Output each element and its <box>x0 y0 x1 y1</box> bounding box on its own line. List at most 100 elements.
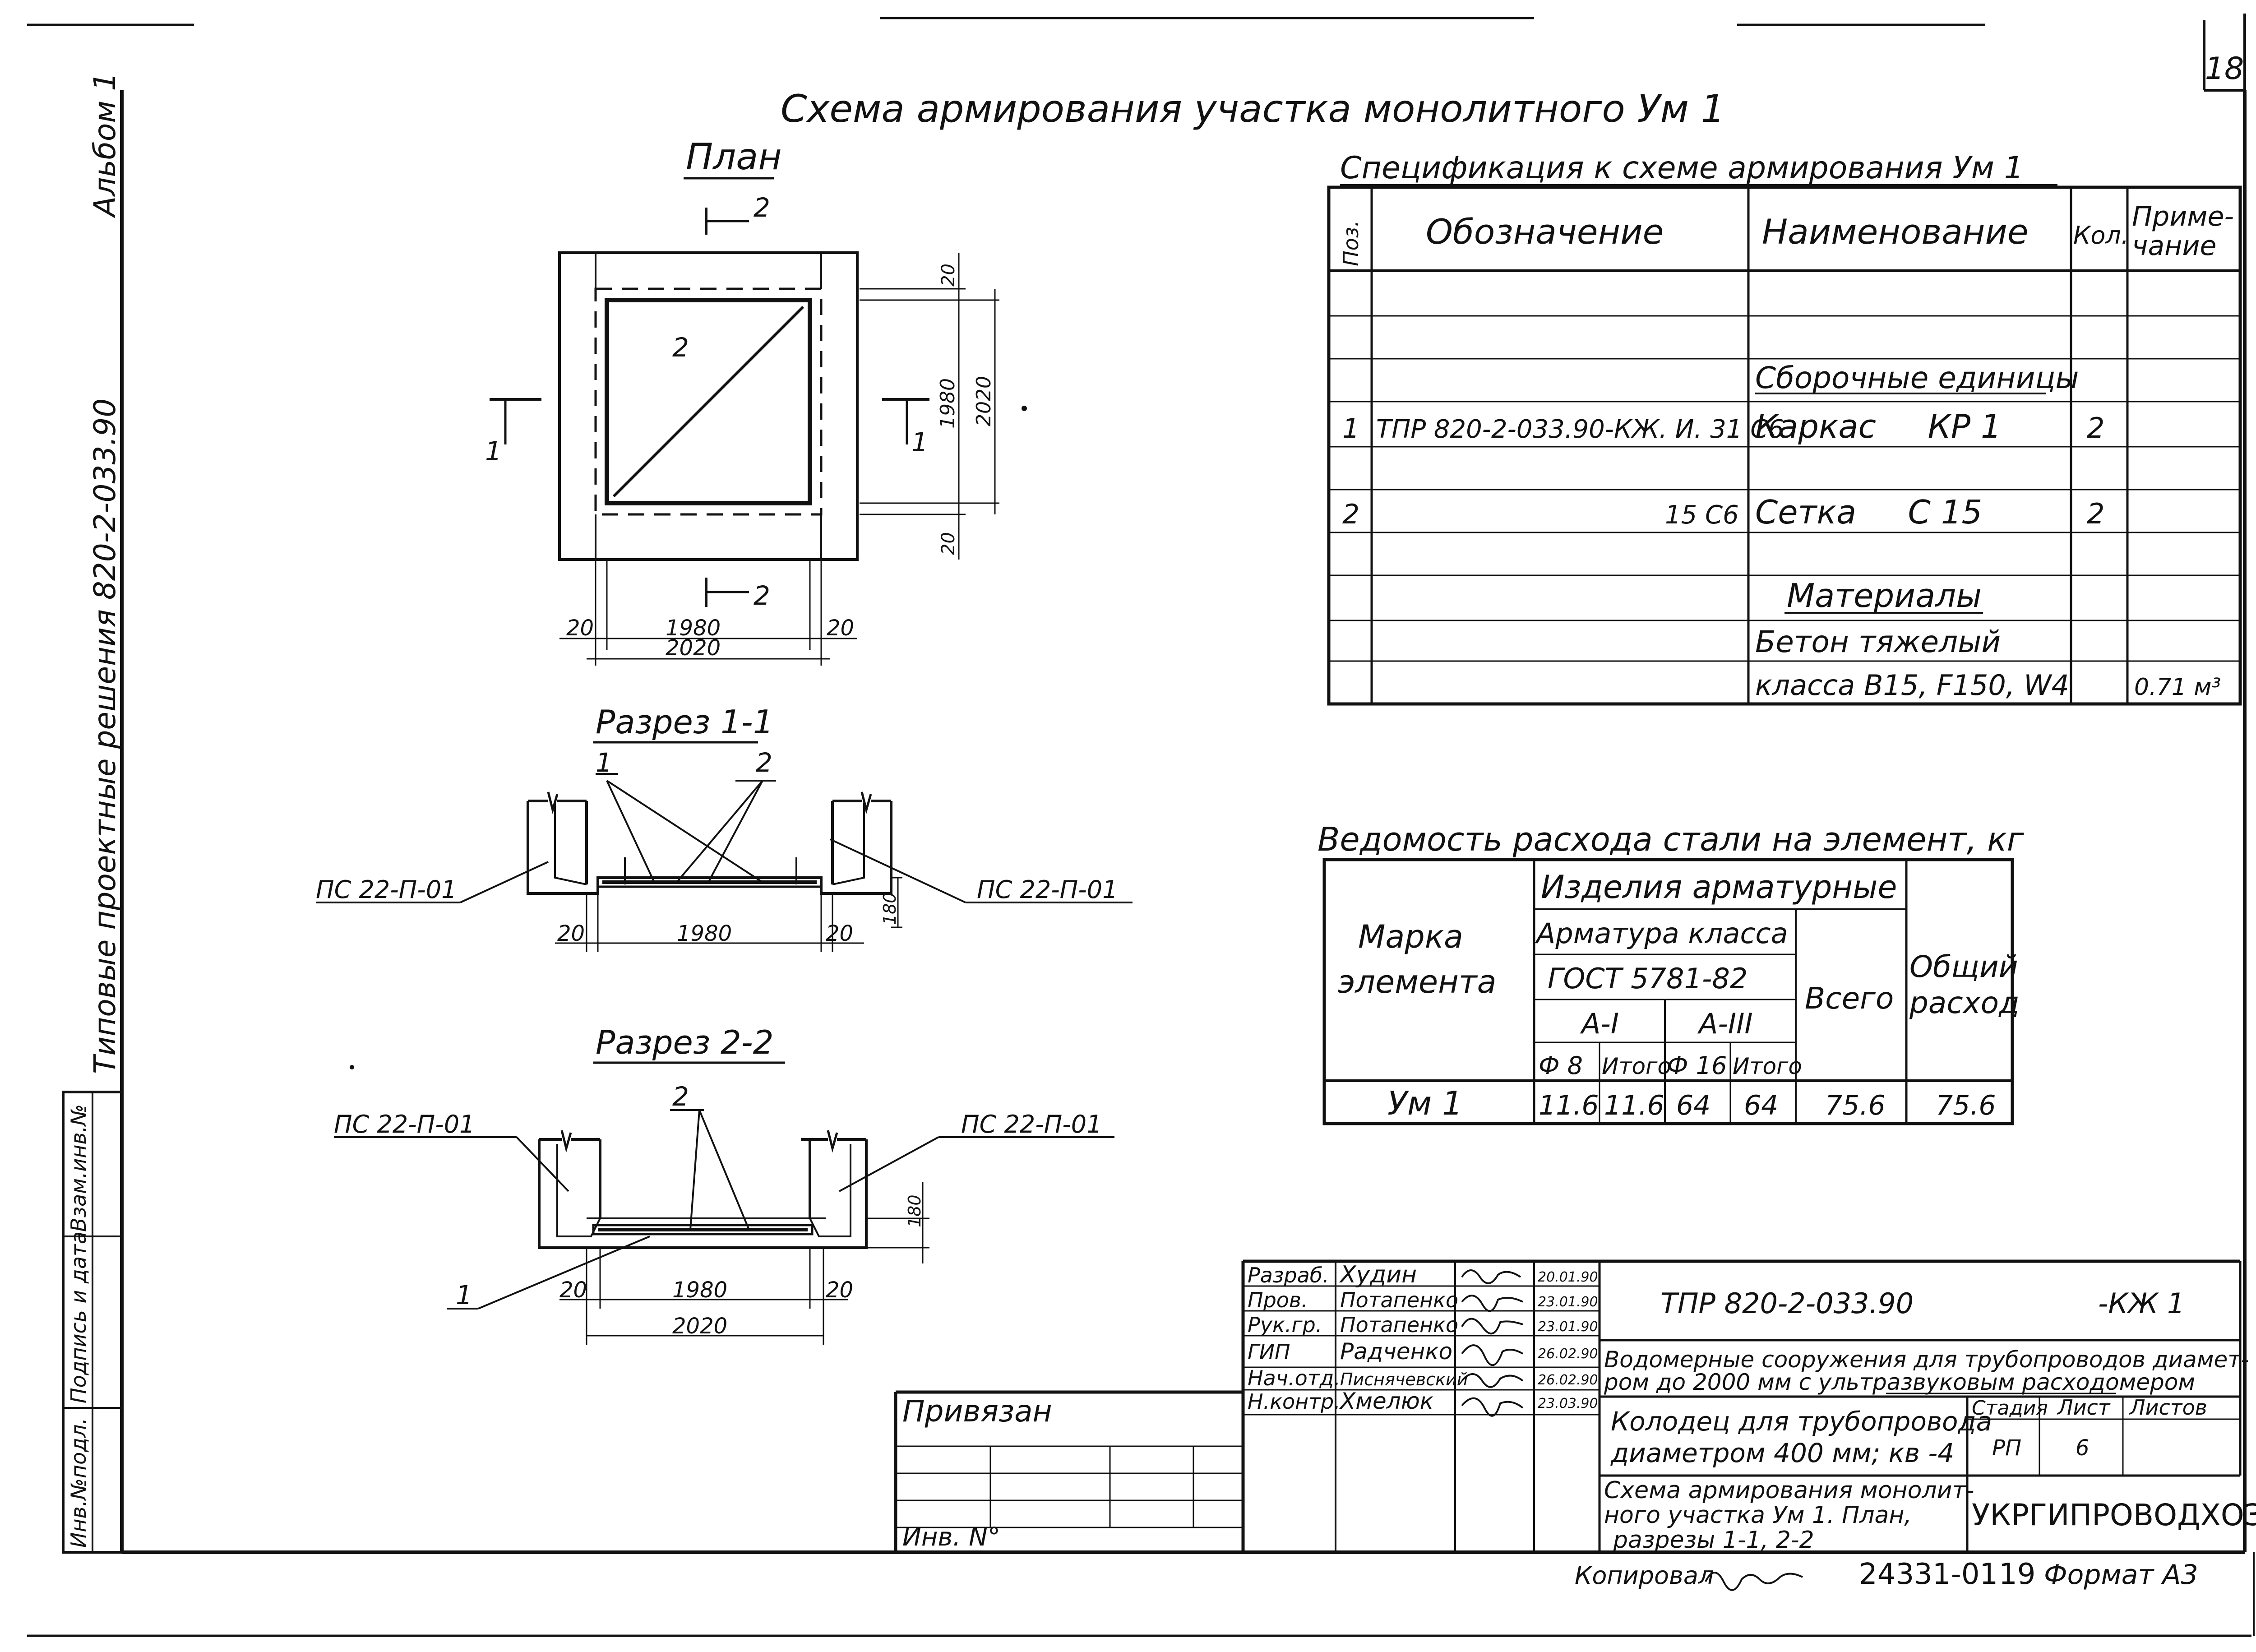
spec-header-pos: Поз. <box>1339 220 1363 266</box>
spec-header-qty: Кол. <box>2073 221 2129 250</box>
steel-sub-total-1: Итого <box>1602 1053 1671 1079</box>
spec-group-assembly: Сборочные единицы <box>1755 361 2079 395</box>
tb-date-3: 26.02.90 <box>1538 1346 1598 1362</box>
spec-header-note-1: Приме- <box>2132 201 2234 232</box>
tb-signatures <box>1461 1269 1524 1417</box>
series-label: Типовые проектные решения 820-2-033.90 <box>88 398 122 1074</box>
plan-dim-1980-h: 1980 <box>666 615 721 641</box>
steel-row-f8: 11.6 <box>1539 1090 1599 1121</box>
section-1-dim-20-right: 20 <box>826 921 853 946</box>
steel-title: Ведомость расхода стали на элемент, кг <box>1318 820 2025 858</box>
footer-number: 24331-01 <box>1859 1558 1998 1591</box>
spec-row-concrete: Бетон тяжелый <box>1755 625 2001 659</box>
stamp-replace-label: Взам.инв.№ <box>66 1104 91 1232</box>
plan-dim-1980-v: 1980 <box>936 378 959 429</box>
tb-list: 6 <box>2076 1435 2090 1461</box>
sheet-number: 18 <box>2205 51 2244 87</box>
steel-header-total: Всего <box>1805 981 1894 1016</box>
section-2-callout-2: 2 <box>672 1081 689 1112</box>
stamp-inv-label: Инв.№подл. <box>66 1418 91 1548</box>
tb-privyazan: Привязан <box>902 1394 1052 1429</box>
section-1-label-left: ПС 22-П-01 <box>316 875 457 904</box>
section-1-callout-1: 1 <box>596 747 612 778</box>
steel-sub-f16: Ф 16 <box>1667 1051 1727 1080</box>
steel-table-grid <box>1322 858 2014 1125</box>
plan-dim-2020-v: 2020 <box>972 376 995 426</box>
spec-row-concrete-volume: 0.71 м³ <box>2134 674 2221 701</box>
footer-format: Формат А3 <box>2044 1559 2198 1591</box>
tb-doc-suffix: -КЖ 1 <box>2098 1287 2185 1320</box>
section-2-dim-20-left: 20 <box>559 1277 587 1303</box>
tb-sheet-title-1: Схема армирования монолит- <box>1604 1477 1974 1504</box>
section-2-dim-180: 180 <box>905 1194 925 1227</box>
tb-part-1: Колодец для трубопровода <box>1611 1406 1992 1437</box>
plan-drawing <box>490 208 1027 666</box>
plan-cut-1-left: 1 <box>485 436 502 467</box>
steel-row-total-1: 11.6 <box>1604 1090 1664 1121</box>
tb-object-1: Водомерные сооружения для трубопроводов … <box>1604 1347 2249 1373</box>
plan-cut-2-bottom: 2 <box>754 580 770 611</box>
tb-name-1: Потапенко <box>1340 1288 1458 1312</box>
tb-date-2: 23.01.90 <box>1538 1319 1598 1335</box>
plan-position-2: 2 <box>672 332 689 363</box>
footer-copied: Копировал <box>1575 1561 1714 1590</box>
section-1-callout-2: 2 <box>756 747 772 778</box>
plan-dim-20-top: 20 <box>938 264 959 287</box>
plan-dim-2020-h: 2020 <box>666 635 721 661</box>
steel-header-mark-1: Марка <box>1358 918 1463 955</box>
steel-row-mark: Ум 1 <box>1387 1084 1463 1122</box>
tb-role-2: Рук.гр. <box>1248 1313 1322 1337</box>
album-label: Альбом 1 <box>88 72 122 218</box>
section-1-title: Разрез 1-1 <box>596 703 774 741</box>
tb-part-2: диаметром 400 мм; кв -4 <box>1610 1438 1954 1468</box>
section-2-title: Разрез 2-2 <box>596 1023 774 1061</box>
steel-sub-f8: Ф 8 <box>1539 1051 1583 1080</box>
tb-doc-code: ТПР 820-2-033.90 <box>1660 1287 1914 1320</box>
steel-header-a3: А-III <box>1697 1007 1753 1040</box>
tb-name-4: Писнячевский <box>1340 1370 1468 1389</box>
tb-name-0: Худин <box>1339 1261 1417 1288</box>
tb-name-2: Потапенко <box>1340 1313 1458 1337</box>
tb-listov-header: Листов <box>2129 1395 2207 1420</box>
steel-header-gost: ГОСТ 5781-82 <box>1548 962 1747 995</box>
plan-dim-20-bottom: 20 <box>938 532 959 555</box>
section-2-label-right: ПС 22-П-01 <box>961 1110 1102 1138</box>
steel-row-all: 75.6 <box>1825 1090 1886 1121</box>
tb-role-0: Разраб. <box>1248 1263 1329 1287</box>
section-2-dim-2020: 2020 <box>672 1314 727 1339</box>
tb-inv: Инв. N° <box>902 1522 1000 1552</box>
tb-organization: УКРГИПРОВОДХОЗ <box>1972 1498 2256 1532</box>
tb-object-2: ром до 2000 мм с ультразвуковым расходом… <box>1604 1369 2195 1395</box>
steel-sub-total-2: Итого <box>1733 1053 1802 1079</box>
plan-title: План <box>686 136 782 178</box>
footer-copier-signature <box>1705 1572 1803 1591</box>
section-1-label-right: ПС 22-П-01 <box>977 875 1118 904</box>
spec-row-concrete-class: класса В15, F150, W4 <box>1755 669 2069 702</box>
spec-row2-qty: 2 <box>2087 497 2104 530</box>
spec-header-name: Наименование <box>1762 212 2029 252</box>
spec-row1-qty: 2 <box>2087 412 2104 444</box>
tb-date-4: 26.02.90 <box>1538 1372 1598 1388</box>
section-2-label-left: ПС 22-П-01 <box>334 1110 475 1138</box>
footer-sheet: 19 <box>1999 1558 2035 1591</box>
spec-table-grid <box>1327 185 2242 706</box>
tb-date-0: 20.01.90 <box>1538 1269 1598 1285</box>
steel-header-mark-2: элемента <box>1338 963 1497 1000</box>
tb-sheet-title-2: ного участка Ум 1. План, <box>1604 1502 1912 1529</box>
steel-header-overall-2: расход <box>1909 986 2020 1020</box>
spec-row2-pos: 2 <box>1342 499 1359 530</box>
spec-group-materials: Материалы <box>1787 577 1982 615</box>
steel-row-overall: 75.6 <box>1936 1090 1996 1121</box>
steel-row-f16: 64 <box>1676 1090 1710 1121</box>
section-1-drawing <box>316 773 1133 952</box>
tb-stage-header: Стадия <box>1972 1397 2048 1420</box>
main-title: Схема армирования участка монолитного Ум… <box>781 87 1725 131</box>
tb-sheet-title-3: разрезы 1-1, 2-2 <box>1613 1527 1814 1554</box>
steel-header-a1: А-I <box>1580 1007 1619 1040</box>
section-1-dim-1980: 1980 <box>677 921 732 946</box>
tb-name-3: Радченко <box>1340 1338 1452 1365</box>
section-2-dim-20-right: 20 <box>826 1277 853 1303</box>
steel-row-total-2: 64 <box>1744 1090 1778 1121</box>
tb-date-5: 23.03.90 <box>1538 1396 1598 1411</box>
tb-role-1: Пров. <box>1248 1288 1308 1312</box>
